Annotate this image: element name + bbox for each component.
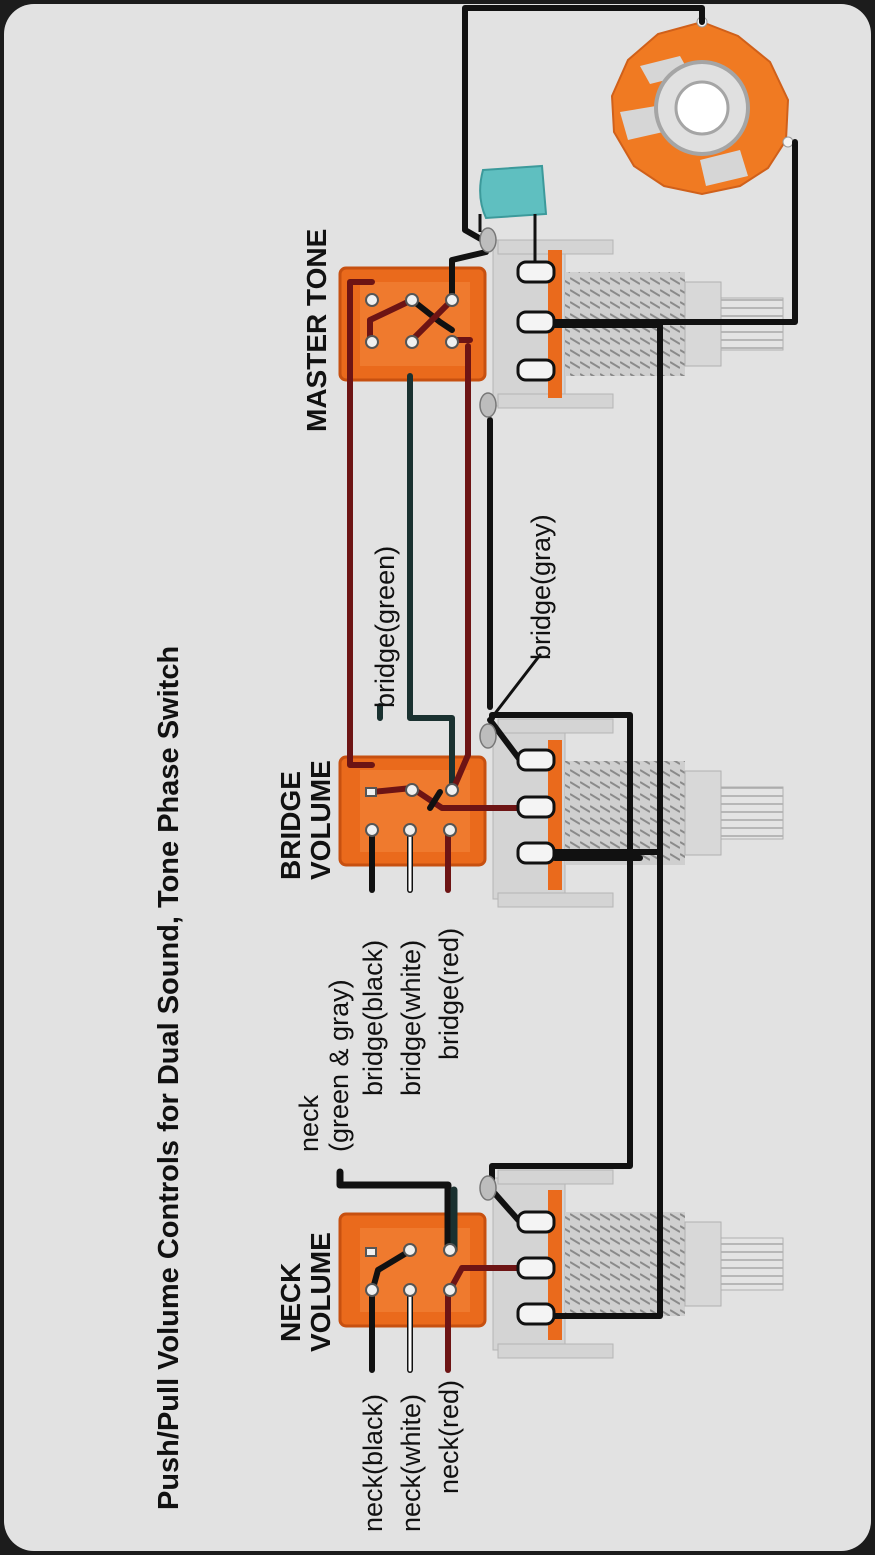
neck-volume-label: NECK VOLUME (275, 1232, 336, 1352)
label-neck-green-gray: neck (green & gray) (294, 979, 354, 1152)
label-bridge-black: bridge(black) (358, 940, 388, 1096)
label-neck-red: neck(red) (434, 1380, 464, 1494)
label-bridge-red: bridge(red) (434, 928, 464, 1060)
neck-volume-label-line1: NECK (275, 1263, 306, 1342)
label-bridge-gray: bridge(gray) (526, 514, 556, 660)
bridge-volume-label: BRIDGE VOLUME (275, 760, 336, 880)
label-neck-green-gray-line2: (green & gray) (324, 979, 354, 1152)
label-bridge-white: bridge(white) (396, 940, 426, 1096)
bridge-volume-label-line2: VOLUME (305, 760, 336, 880)
tone-capacitor (478, 164, 548, 272)
neck-volume-label-line2: VOLUME (305, 1232, 336, 1352)
label-neck-white: neck(white) (396, 1394, 426, 1532)
bridge-volume-label-line1: BRIDGE (275, 771, 306, 880)
master-tone-label: MASTER TONE (301, 229, 332, 432)
wires (336, 5, 798, 1373)
label-bridge-green: bridge(green) (370, 546, 400, 708)
label-neck-green-gray-line1: neck (294, 1094, 324, 1152)
switch-terminals (365, 293, 459, 1297)
solder-blobs (479, 227, 497, 1201)
pot-lugs (516, 260, 556, 1326)
diagram-title: Push/Pull Volume Controls for Dual Sound… (153, 646, 185, 1510)
label-neck-black: neck(black) (358, 1394, 388, 1532)
output-jack (610, 16, 794, 196)
